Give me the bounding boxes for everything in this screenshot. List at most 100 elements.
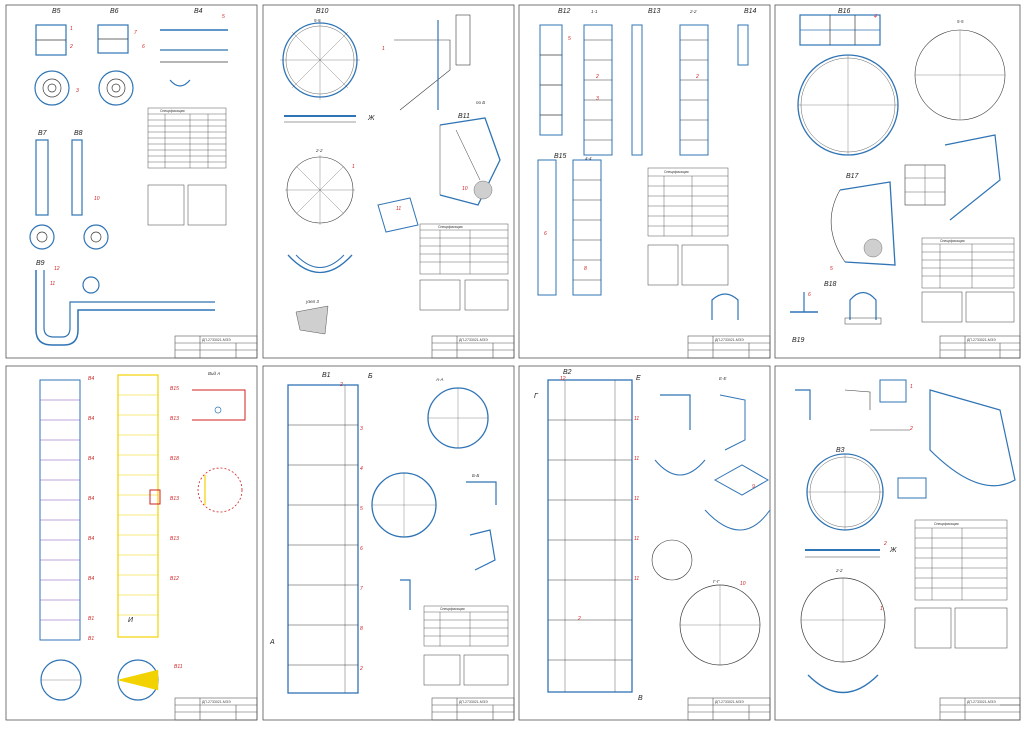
title-block-codes: ДП-2733021-МЭЭ ДП-2733021-МЭЭ ДП-2733021…: [202, 338, 996, 704]
pos-number: 2: [883, 541, 887, 547]
position-numbers: 1 2 3 7 6 5 10 12 11 1 1 10 11 5 2 3 2 8…: [50, 14, 913, 672]
label-v1: В1: [322, 372, 331, 379]
pos-number: 7: [360, 586, 363, 592]
pos-number: 5: [360, 506, 363, 512]
pos-number: В1: [88, 636, 94, 642]
label-v10: В10: [316, 8, 329, 15]
pos-number: 8: [584, 266, 587, 272]
mark-G: Г: [534, 393, 539, 400]
section-label: 5-5: [314, 18, 321, 23]
sheet-6: [287, 384, 509, 694]
spec-caption: Спецификация: [160, 109, 185, 113]
stamp-code: ДП-2733021-МЭЭ: [459, 338, 488, 342]
pos-number: 5: [222, 14, 225, 20]
pos-number: 3: [596, 96, 599, 102]
stamp-code: ДП-2733021-МЭЭ: [715, 338, 744, 342]
label-v19: В19: [792, 337, 805, 344]
pos-number: 3: [360, 426, 363, 432]
pos-number: В4: [88, 576, 94, 582]
pos-number: 5: [568, 36, 571, 42]
section-label: Вид А: [208, 371, 220, 376]
mark-Zh: Ж: [367, 115, 375, 122]
view-markers: А Б Е Г В Ж Ж: [269, 115, 897, 702]
pos-number: 6: [808, 292, 811, 298]
pos-number: 11: [634, 456, 639, 462]
pos-number: 11: [634, 496, 639, 502]
label-v4: В4: [194, 8, 203, 15]
label-v5: В5: [52, 8, 61, 15]
section-label: узел 3: [305, 299, 319, 304]
spec-caption: Спецификация: [664, 170, 689, 174]
pos-number: 6: [142, 44, 145, 50]
sheet-frames: [5, 4, 1021, 721]
label-v6: В6: [110, 8, 119, 15]
pos-number: 2: [695, 74, 699, 80]
pos-number: В13: [170, 496, 179, 502]
pos-number: 4: [360, 466, 363, 472]
mark-V: В: [638, 695, 643, 702]
mark-Zh: Ж: [889, 547, 897, 554]
stamp-code: ДП-2733021-МЭЭ: [459, 700, 488, 704]
section-label: Е-Е: [719, 376, 728, 381]
label-v17: В17: [846, 173, 860, 180]
spec-caption: Спецификация: [440, 607, 465, 611]
label-v7: В7: [38, 130, 48, 137]
section-label: Г-Г: [713, 579, 720, 584]
pos-number: 8: [360, 626, 363, 632]
pos-number: 2: [577, 616, 581, 622]
pos-number: В4: [88, 536, 94, 542]
section-label: А-А: [435, 377, 444, 382]
section-label: 1-1: [591, 9, 598, 14]
pos-number: 2: [69, 44, 73, 50]
label-v18: В18: [824, 281, 837, 288]
sheet-5: [39, 374, 246, 701]
pos-number: В4: [88, 376, 94, 382]
stamp-code: ДП-2733021-МЭЭ: [202, 338, 231, 342]
pos-number: 12: [560, 376, 566, 382]
pos-number: В4: [88, 456, 94, 462]
pos-number: 10: [740, 581, 746, 587]
pos-number: В13: [170, 416, 179, 422]
pos-number: 1: [880, 606, 883, 612]
section-label: 2-2: [689, 9, 697, 14]
section-label: 4-4: [585, 156, 592, 161]
sheet-7: [547, 379, 771, 693]
pos-number: 1: [352, 164, 355, 170]
pos-number: В11: [174, 664, 183, 670]
pos-number: В18: [170, 456, 179, 462]
label-v3: В3: [836, 447, 845, 454]
pos-number: 2: [339, 382, 343, 388]
pos-number: В4: [88, 496, 94, 502]
sheet-3: [537, 24, 749, 320]
pos-number: 4: [874, 14, 877, 20]
pos-number: 11: [634, 576, 639, 582]
pos-number: 1: [382, 46, 385, 52]
sheet-1: [29, 24, 228, 346]
pos-number: 6: [544, 231, 547, 237]
label-v16: В16: [838, 8, 851, 15]
mark-B: Б: [368, 373, 373, 380]
pos-number: В15: [170, 386, 179, 392]
view-labels: В5 В6 В4 В7 В8 В9 В10 В11 В12 В13 В14 В1…: [36, 8, 860, 624]
label-v11: В11: [458, 113, 470, 120]
sheet-2: [280, 14, 509, 335]
mark-A: А: [269, 639, 275, 646]
pos-number: В1: [88, 616, 94, 622]
label-v9: В9: [36, 260, 45, 267]
label-v14: В14: [744, 8, 757, 15]
pos-number: 1: [910, 384, 913, 390]
table-captions: Спецификация Спецификация Спецификация С…: [160, 109, 965, 611]
pos-number: 5: [830, 266, 833, 272]
pos-number: 11: [396, 206, 401, 212]
pos-number: 1: [70, 26, 73, 32]
pos-number: 11: [50, 281, 55, 287]
pos-number: В13: [170, 536, 179, 542]
pos-number: 11: [634, 416, 639, 422]
label-v8: В8: [74, 130, 83, 137]
section-label: 2-2: [835, 568, 843, 573]
section-labels: 5-5 2-2 1-1 2-2 4-4 5-5 А-А Б-Б Е-Е Г-Г …: [208, 9, 964, 584]
pos-number: 9: [752, 484, 755, 490]
pos-number: 2: [359, 666, 363, 672]
